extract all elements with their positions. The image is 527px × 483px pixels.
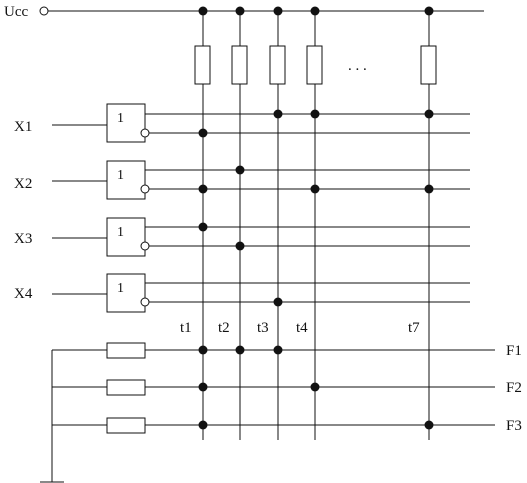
load-resistor-f2 xyxy=(106,379,146,396)
connection-dot xyxy=(235,241,245,251)
input-label-x1: X1 xyxy=(14,119,32,135)
resistor-t4 xyxy=(306,45,323,85)
column-label-t4: t4 xyxy=(296,320,308,336)
column-label-t2: t2 xyxy=(218,320,230,336)
gate-x3 xyxy=(106,217,146,257)
input-label-x2: X2 xyxy=(14,176,32,192)
load-resistor-f1 xyxy=(106,342,146,359)
resistor-t7 xyxy=(420,45,437,85)
connection-dot xyxy=(198,128,208,138)
connection-dot xyxy=(310,109,320,119)
connection-dot xyxy=(235,345,245,355)
input-group-x4: X4 1 xyxy=(14,273,470,313)
output-row-f2: F2 xyxy=(52,379,522,396)
connection-dot xyxy=(198,345,208,355)
column-label-t7: t7 xyxy=(408,320,420,336)
inverter-bubble xyxy=(140,297,150,307)
resistor-t1 xyxy=(194,45,211,85)
junction-dot xyxy=(235,6,245,16)
junction-dot xyxy=(273,6,283,16)
output-label-f3: F3 xyxy=(506,418,522,434)
supply-terminal xyxy=(39,6,49,16)
output-label-f2: F2 xyxy=(506,380,522,396)
gate-x1 xyxy=(106,103,146,143)
connection-dot xyxy=(273,109,283,119)
junction-dot xyxy=(198,6,208,16)
connection-dot xyxy=(310,184,320,194)
resistor-t3 xyxy=(269,45,286,85)
connection-dot xyxy=(424,420,434,430)
column-label-t3: t3 xyxy=(257,320,269,336)
output-row-f1: F1 xyxy=(52,342,522,359)
column-label-t1: t1 xyxy=(180,320,192,336)
load-resistor-f3 xyxy=(106,417,146,434)
gate-label: 1 xyxy=(117,225,124,240)
junction-dot xyxy=(424,6,434,16)
connection-dot xyxy=(198,222,208,232)
inverter-bubble xyxy=(140,241,150,251)
connection-dot xyxy=(273,345,283,355)
junction-dot xyxy=(310,6,320,16)
supply-label: Ucc xyxy=(4,4,28,20)
input-group-x1: X1 1 xyxy=(14,103,470,143)
gate-label: 1 xyxy=(117,168,124,183)
gate-x2 xyxy=(106,160,146,200)
resistor-t2 xyxy=(231,45,248,85)
inverter-bubble xyxy=(140,128,150,138)
output-row-f3: F3 xyxy=(52,417,522,434)
gate-label: 1 xyxy=(117,281,124,296)
connection-dot xyxy=(198,382,208,392)
gate-x4 xyxy=(106,273,146,313)
inverter-bubble xyxy=(140,184,150,194)
connection-dot xyxy=(235,165,245,175)
connection-dot xyxy=(310,382,320,392)
gate-label: 1 xyxy=(117,111,124,126)
connection-dot xyxy=(424,184,434,194)
input-group-x2: X2 1 xyxy=(14,160,470,200)
ellipsis: . . . xyxy=(348,58,367,74)
input-label-x4: X4 xyxy=(14,286,33,302)
output-label-f1: F1 xyxy=(506,343,522,359)
input-label-x3: X3 xyxy=(14,231,32,247)
connection-dot xyxy=(424,109,434,119)
connection-dot xyxy=(273,297,283,307)
input-group-x3: X3 1 xyxy=(14,217,470,257)
connection-dot xyxy=(198,420,208,430)
connection-dot xyxy=(198,184,208,194)
